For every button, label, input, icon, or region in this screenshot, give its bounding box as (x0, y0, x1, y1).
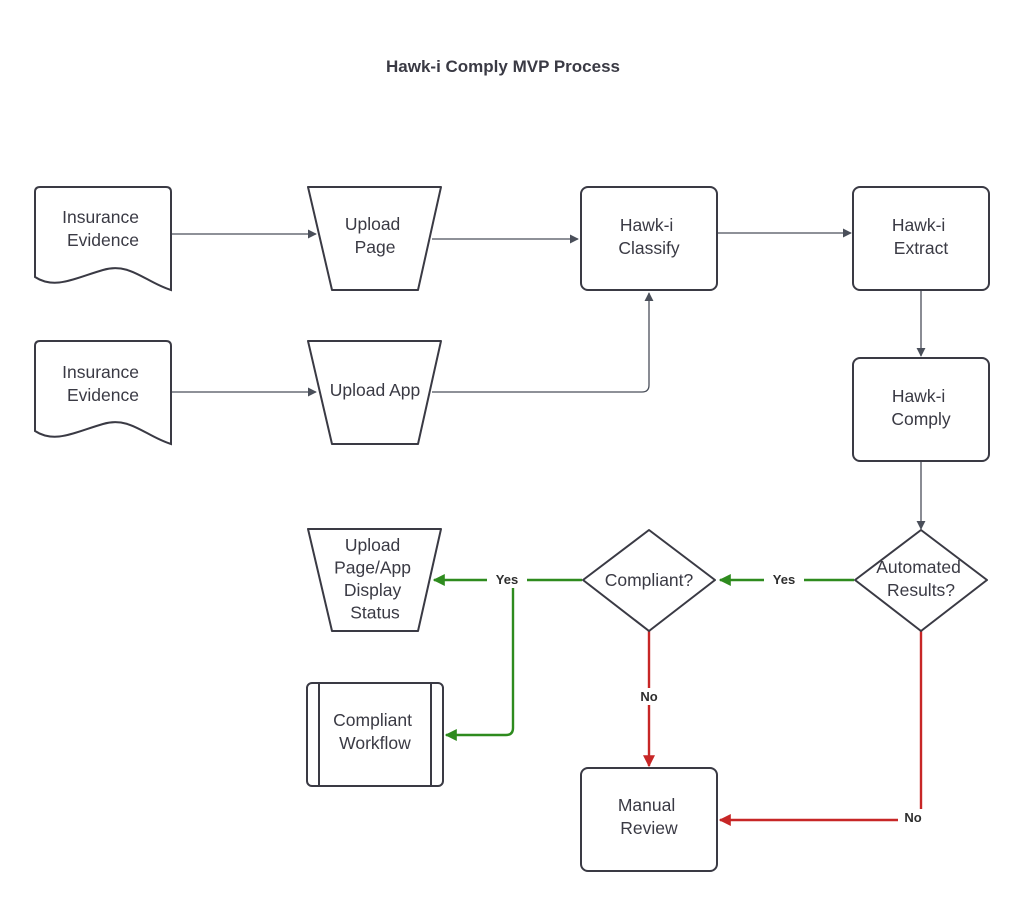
node-automated-results-decision[interactable]: Automated Results? (854, 529, 988, 632)
process-shape (580, 767, 718, 872)
node-label: Insurance Evidence (62, 207, 144, 250)
node-label: Upload Page/App Display Status (334, 535, 416, 623)
decision-shape (854, 529, 988, 632)
edge-label-bg (634, 688, 664, 705)
node-insurance-evidence-2[interactable]: Insurance Evidence (34, 340, 172, 446)
edge-upload-app-to-classify (432, 292, 654, 393)
trapezoid-shape (307, 186, 442, 291)
node-compliant-workflow[interactable]: Compliant Workflow (306, 682, 444, 787)
edge-label-bg (898, 809, 928, 826)
node-manual-review[interactable]: Manual Review (580, 767, 718, 872)
edge-label-yes-compliant: Yes (496, 572, 518, 587)
node-label: Compliant Workflow (333, 710, 417, 753)
edge-label-bg (487, 571, 527, 588)
edge-compliant-yes-to-workflow (444, 580, 515, 741)
document-shape (34, 186, 172, 292)
node-label: Automated Results? (876, 557, 966, 600)
node-compliant-decision[interactable]: Compliant? (582, 529, 716, 632)
process-shape (852, 186, 990, 291)
document-shape (34, 340, 172, 446)
node-insurance-evidence-1[interactable]: Insurance Evidence (34, 186, 172, 292)
diagram-title: Hawk-i Comply MVP Process (386, 57, 620, 76)
node-hawk-i-comply[interactable]: Hawk-i Comply (852, 357, 990, 462)
node-label: Hawk-i Extract (892, 215, 950, 258)
trapezoid-shape (307, 340, 442, 445)
node-display-status[interactable]: Upload Page/App Display Status (307, 528, 442, 632)
predefined-process-shape (306, 682, 444, 787)
node-hawk-i-extract[interactable]: Hawk-i Extract (852, 186, 990, 291)
node-label: Compliant? (605, 570, 694, 590)
node-label: Hawk-i Comply (891, 386, 951, 429)
node-label: Manual Review (618, 795, 680, 838)
edge-label-bg (764, 571, 804, 588)
edge-label-no-automated: No (904, 810, 921, 825)
node-label: Hawk-i Classify (618, 215, 680, 258)
process-shape (852, 357, 990, 462)
node-upload-page[interactable]: Upload Page (307, 186, 442, 291)
edge-automated-no-to-manual-review (718, 631, 923, 826)
trapezoid-shape (307, 528, 442, 632)
node-label: Upload Page (345, 214, 405, 257)
edge-label-no-compliant: No (640, 689, 657, 704)
decision-shape (582, 529, 716, 632)
node-hawk-i-classify[interactable]: Hawk-i Classify (580, 186, 718, 291)
edge-label-yes-automated: Yes (773, 572, 795, 587)
process-shape (580, 186, 718, 291)
node-label: Insurance Evidence (62, 362, 144, 405)
node-label: Upload App (330, 380, 421, 400)
node-upload-app[interactable]: Upload App (307, 340, 442, 445)
